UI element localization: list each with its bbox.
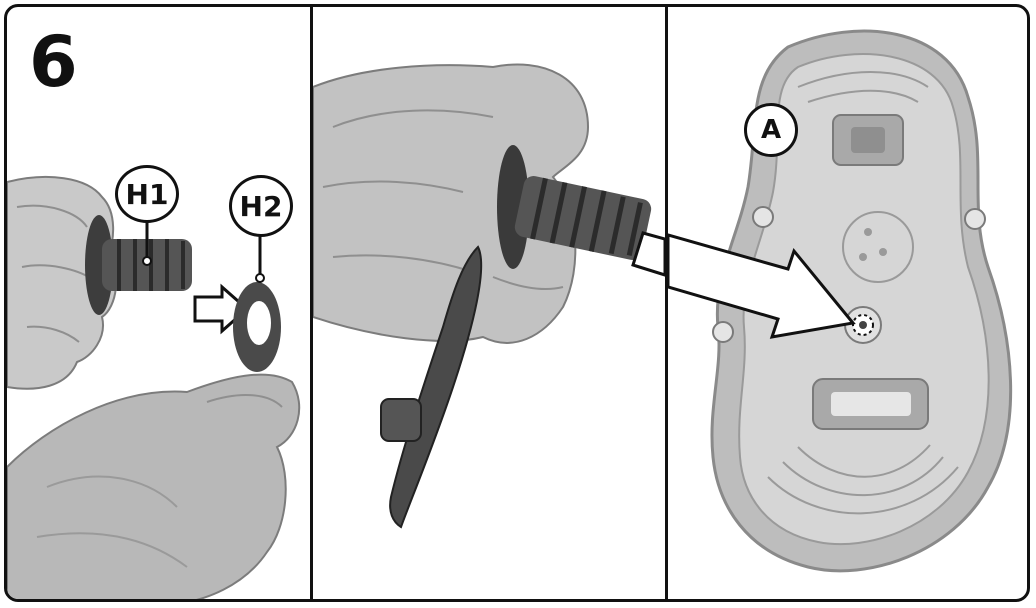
panel-2 xyxy=(313,7,665,599)
h2-washer-illustration xyxy=(233,282,281,372)
right-hand-illustration xyxy=(7,375,299,599)
callout-h2: H2 xyxy=(229,175,293,237)
axle-stub xyxy=(381,399,421,441)
callout-h1: H1 xyxy=(115,165,179,223)
step-number: 6 xyxy=(29,27,78,97)
panel-3: A xyxy=(668,7,1030,599)
callout-a: A xyxy=(744,103,798,157)
panel-3-illustration xyxy=(668,7,1030,599)
panel-1: 6 H1 H2 xyxy=(7,7,310,599)
panel-2-illustration xyxy=(313,7,665,599)
instruction-frame: 6 H1 H2 xyxy=(4,4,1030,602)
h1-part-illustration xyxy=(85,215,192,315)
